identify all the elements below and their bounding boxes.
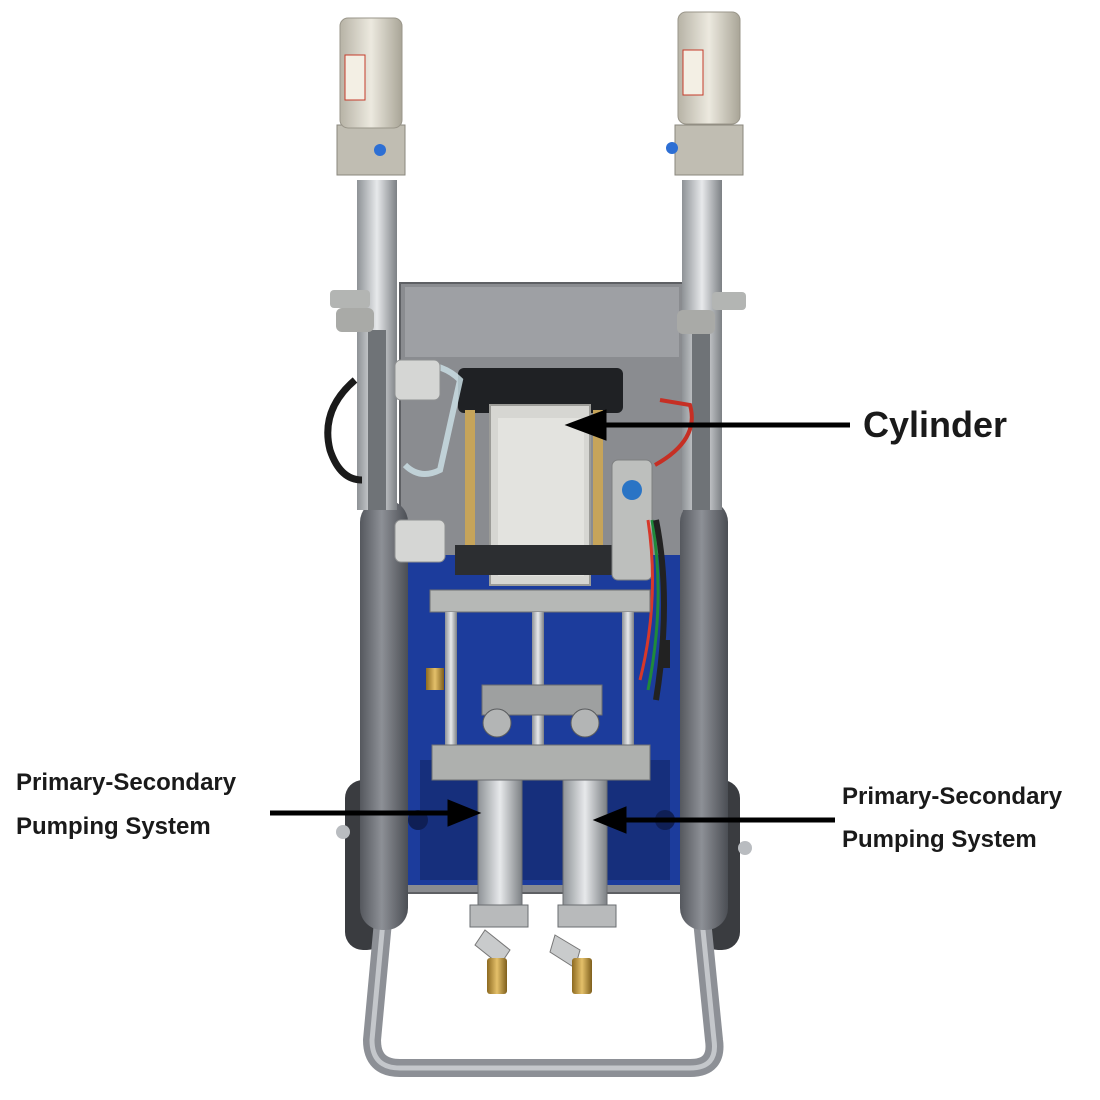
right-frame-tube: [680, 500, 728, 930]
right-brass-outlet: [572, 958, 592, 994]
pumping-system-right-label-line1: Primary-Secondary: [842, 783, 1063, 810]
right-air-can: [677, 11, 741, 125]
cylinder-label: Cylinder: [863, 404, 1008, 445]
air-valve-left: [394, 519, 446, 563]
cylinder-arrow: [564, 409, 850, 441]
air-valve-top: [394, 359, 441, 401]
left-pump-arrow: [270, 799, 482, 827]
left-lower-pump: [477, 779, 523, 916]
left-pump-housing: [336, 124, 406, 176]
trolley-handle: [363, 899, 724, 1077]
right-pump-arrow: [592, 806, 835, 834]
pumping-system-right-label-line2: Pumping System: [842, 826, 1037, 853]
bottom-plate: [431, 744, 651, 781]
left-brass-outlet: [487, 958, 507, 994]
back-panel-top: [405, 287, 679, 357]
pumping-system-left-label-line2: Pumping System: [16, 813, 211, 840]
left-frame-tube: [360, 500, 408, 930]
cylinder-cap: [458, 368, 623, 413]
filter-regulator: [611, 459, 653, 581]
top-plate: [429, 589, 651, 613]
pumping-system-left-label-line1: Primary-Secondary: [16, 769, 237, 796]
right-lower-pump: [562, 779, 608, 916]
right-pump-housing: [674, 124, 744, 176]
